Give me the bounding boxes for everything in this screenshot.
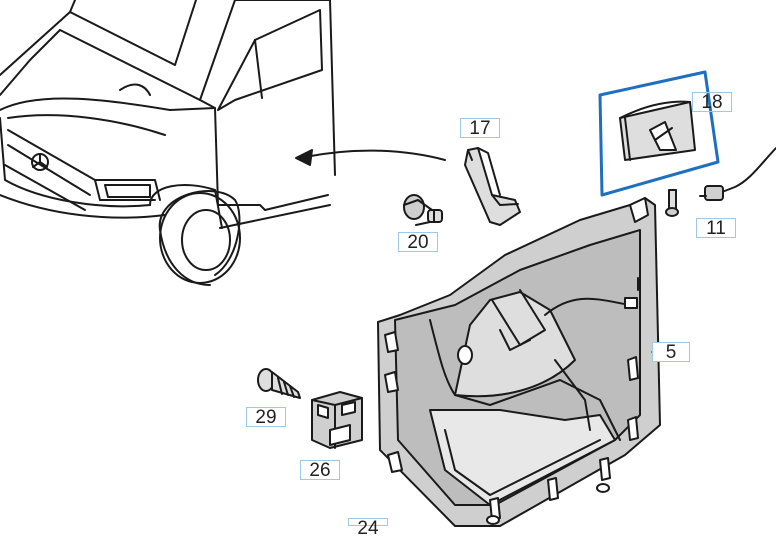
callout-26[interactable]: 26 bbox=[300, 460, 340, 481]
pad-part-18 bbox=[619, 100, 696, 161]
direction-arrow bbox=[295, 149, 446, 166]
connector-part-11 bbox=[665, 147, 776, 217]
callout-24[interactable]: 24 bbox=[348, 518, 388, 539]
callout-18[interactable]: 18 bbox=[692, 92, 732, 113]
parts-diagram bbox=[0, 0, 776, 527]
callout-17[interactable]: 17 bbox=[460, 118, 500, 139]
screw-part-29 bbox=[257, 368, 301, 399]
callout-5[interactable]: 5 bbox=[652, 342, 690, 363]
highlight-frame bbox=[598, 70, 720, 197]
van-illustration bbox=[0, 0, 336, 286]
callout-11[interactable]: 11 bbox=[696, 218, 736, 239]
clip-block-part-26 bbox=[311, 391, 363, 449]
callout-29[interactable]: 29 bbox=[246, 407, 286, 428]
door-trim-panel-part-5 bbox=[377, 197, 661, 527]
callout-20[interactable]: 20 bbox=[398, 232, 438, 253]
clip-part-20 bbox=[403, 194, 443, 226]
bracket-part-17 bbox=[464, 147, 521, 226]
